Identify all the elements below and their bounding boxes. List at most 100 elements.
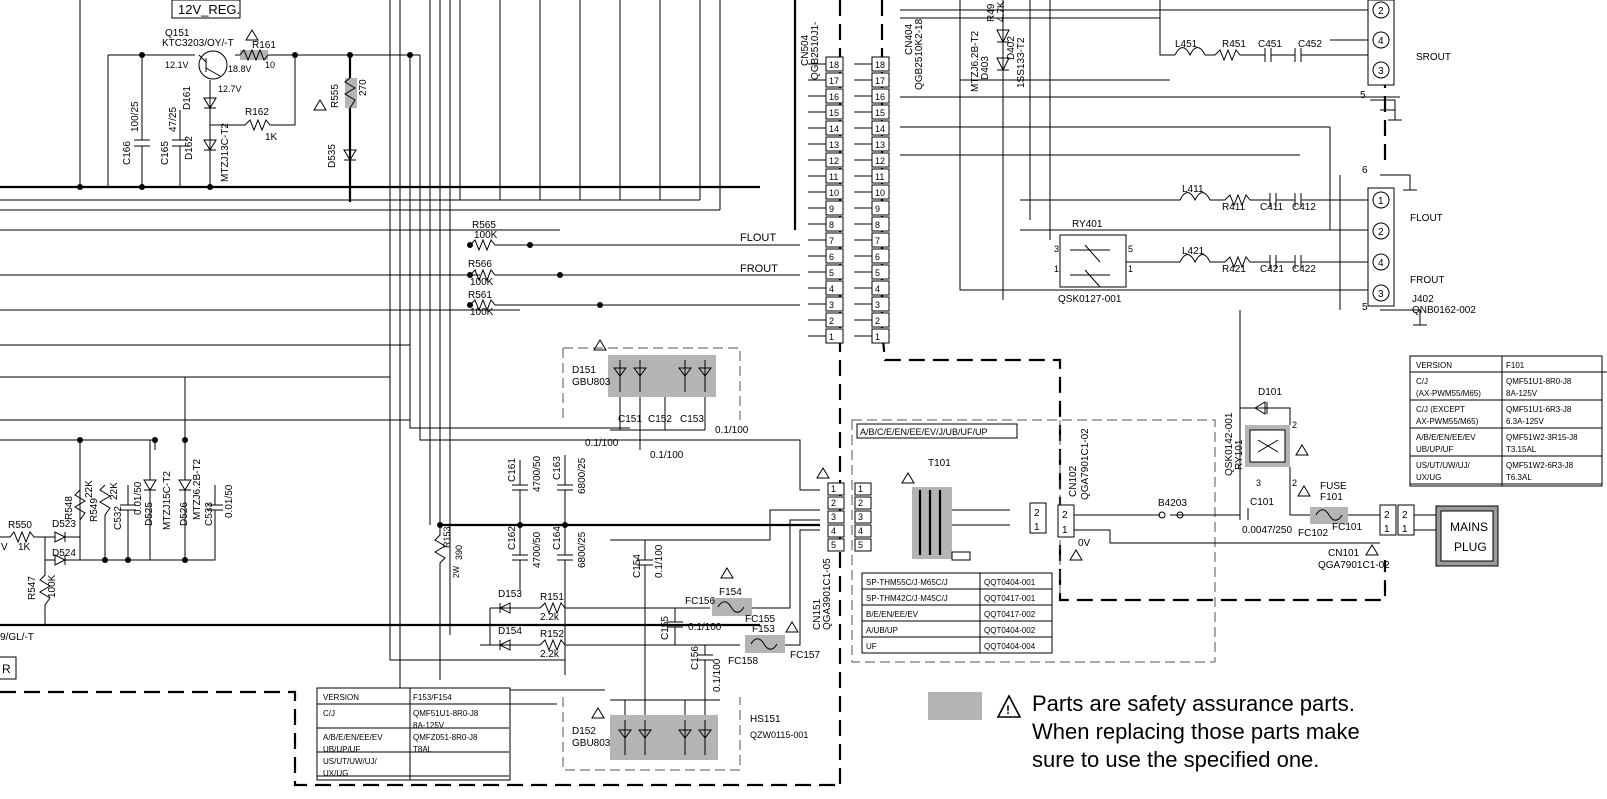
pin-label: 1 [1128, 264, 1133, 274]
fc156-label: FC156 [685, 596, 715, 607]
transformer-region [851, 419, 1216, 663]
board-boundary-bottom [0, 690, 840, 787]
junction [292, 52, 298, 58]
r555-safety [345, 78, 357, 108]
hs151-label: HS151 [750, 714, 781, 725]
d526-label: D526 [179, 502, 190, 526]
d154-label: D154 [498, 626, 522, 637]
c451-label: C451 [1258, 39, 1282, 50]
c163-label: C163 [552, 456, 563, 480]
cn404-part-label: QGB2510K2-18 [914, 18, 925, 90]
c162-cap [512, 525, 528, 590]
r549-label: R549 [89, 498, 100, 522]
junction [557, 272, 563, 278]
c164-cap [557, 525, 573, 675]
cn404-pin-number: 11 [875, 172, 884, 182]
t101-pin [854, 496, 872, 510]
t101-pin-number: 1 [858, 484, 863, 494]
r548-label: R548 [64, 496, 75, 520]
d151-region [563, 347, 741, 420]
t101-table-cell: B/E/EN/EE/EV [866, 610, 919, 619]
f101-table-cell: AX-PWM55/M65) [1416, 417, 1479, 426]
c165-label: C165 [160, 141, 171, 165]
r555-value: 270 [358, 79, 369, 96]
cn101-label: CN101 [1328, 548, 1360, 559]
board-boundary-right [880, 0, 1387, 602]
r550-label: R550 [8, 520, 32, 531]
pin-label: 3 [1256, 478, 1261, 488]
safety-swatch [928, 692, 982, 720]
srout-pin [1372, 61, 1390, 79]
ry101-wiring [959, 0, 1310, 516]
c411-label: C411 [1260, 202, 1284, 213]
r555-label: R555 [330, 84, 341, 108]
c166-label: C166 [122, 141, 133, 165]
r161-label: R161 [252, 40, 276, 51]
t101-table-cell: QQT0404-002 [984, 626, 1036, 635]
d151-leads [610, 397, 706, 450]
cn504-part-label: QGB2510J1- [810, 22, 821, 80]
r411-label: R411 [1222, 202, 1246, 213]
pin-label: 5 [1128, 244, 1133, 254]
d152-safety [610, 715, 718, 760]
mtz-top-label: MTZJ6.2B-T2 [970, 30, 981, 92]
cn504-pin-number: 4 [829, 284, 834, 294]
f153-table-frame [316, 687, 511, 781]
l421-label: L421 [1182, 246, 1205, 257]
f101-table-frame [1409, 355, 1603, 487]
cn404-pin-number: 17 [875, 76, 885, 86]
r-box [0, 656, 17, 680]
pin-label: 2 [1062, 510, 1068, 521]
qsk0127-label: QSK0127-001 [1058, 294, 1122, 305]
f153-table-cell: US/UT/UW/UJ/ [323, 757, 378, 766]
f101-table-cell: UB/UP/UF [1416, 445, 1453, 454]
c161-value: 4700/50 [532, 455, 543, 492]
c162-label: C162 [507, 526, 518, 550]
d153-label: D153 [498, 589, 522, 600]
c164-label: C164 [552, 526, 563, 550]
f101-table-cell: C/J (EXCEPT [1416, 405, 1465, 414]
r548-resistor [74, 489, 86, 521]
r561-path [469, 298, 800, 312]
srout-pin [1372, 1, 1390, 19]
ry401-contacts [1070, 244, 1110, 288]
transformer-region-label: A/B/C/E/EN/EE/EV/J/UB/UF/UP [860, 427, 988, 437]
c165-cap [172, 110, 188, 187]
signal-verticals [409, 0, 700, 635]
f101-table-cell: C/J [1416, 377, 1428, 386]
d402-part-label: 1SS133-T2 [1016, 37, 1027, 88]
f101-table-cell: 8A-125V [1506, 389, 1538, 398]
srout-ground [1330, 9, 1402, 121]
junction [467, 242, 473, 248]
t101-table-cell: QQT0417-002 [984, 610, 1036, 619]
r153-resistor [434, 525, 446, 680]
c156-label: C156 [690, 646, 701, 670]
junction [467, 272, 473, 278]
cn404-pin-number: 13 [875, 140, 885, 150]
r565-value: 100K [474, 230, 498, 241]
cn404-label: CN404 [904, 23, 915, 55]
c155-label: C155 [660, 616, 671, 640]
srout-pin-number: 3 [1378, 66, 1384, 77]
cn151-pin [827, 482, 845, 496]
r565-label: R565 [472, 220, 496, 231]
r566-label: R566 [468, 259, 492, 270]
cn151-pin-number: 4 [831, 526, 836, 536]
l411-label: L411 [1182, 184, 1204, 195]
cn504-pin-number: 14 [829, 124, 839, 134]
f154-warning-icon [720, 567, 734, 579]
r451-label: R451 [1222, 39, 1246, 50]
cn102-part-label: QGA7901C1-02 [1080, 428, 1091, 500]
junction [517, 522, 523, 528]
d162-part-label: MTZJ13C-T2 [220, 123, 231, 182]
j402-pin-number: 3 [1378, 289, 1384, 300]
r555-warning-icon [313, 99, 327, 111]
q151-part-label: KTC3203/OY/-T [162, 38, 234, 49]
junction [139, 184, 145, 190]
d151-label: D151 [572, 365, 596, 376]
r162-label: R162 [245, 107, 269, 118]
d162-label: D162 [184, 136, 195, 160]
c153-label: C153 [680, 414, 704, 425]
c163-cap [557, 455, 573, 525]
